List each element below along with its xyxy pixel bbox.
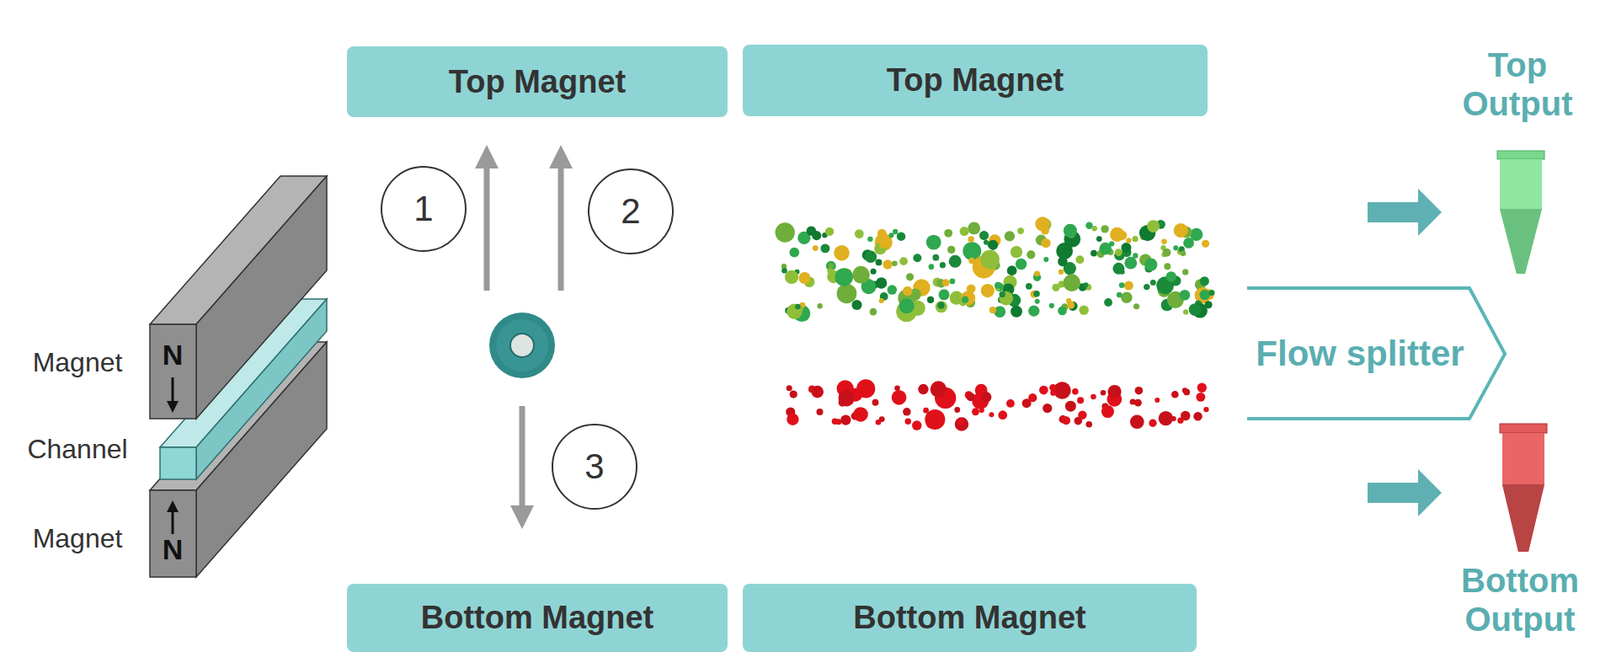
polarity-arrow: [166, 377, 179, 534]
splitter-outline: [1247, 288, 1505, 419]
magnet-box: Bottom Magnet: [742, 583, 1197, 652]
part-label: Channel: [26, 433, 128, 465]
node-text: Top Magnet: [886, 62, 1064, 99]
part-label: Magnet: [32, 522, 123, 555]
callout-number: 2: [587, 168, 674, 255]
magnet-box: Top Magnet: [742, 44, 1208, 117]
magnet-box: Top Magnet: [346, 46, 728, 118]
output-label: Top Output: [1441, 45, 1594, 123]
output-label: Bottom Output: [1448, 560, 1592, 639]
force-arrow: [486, 156, 561, 518]
node-text: Bottom Magnet: [421, 599, 655, 636]
particles: [775, 216, 1216, 431]
callout-number: 1: [380, 165, 467, 252]
node-text: Top Magnet: [448, 64, 626, 101]
node-text: Bottom Magnet: [853, 599, 1087, 636]
cell: [489, 312, 555, 379]
node-text: Flow splitter: [1255, 333, 1464, 374]
top-magnet-bar: [149, 176, 327, 419]
flow-splitter: Flow splitter: [1233, 328, 1487, 379]
part-label: Magnet: [32, 346, 123, 379]
pole-letter: N: [162, 533, 184, 566]
pole-letter: N: [162, 338, 184, 372]
magnet-box: Bottom Magnet: [346, 583, 728, 652]
callout-number: 3: [551, 423, 638, 510]
